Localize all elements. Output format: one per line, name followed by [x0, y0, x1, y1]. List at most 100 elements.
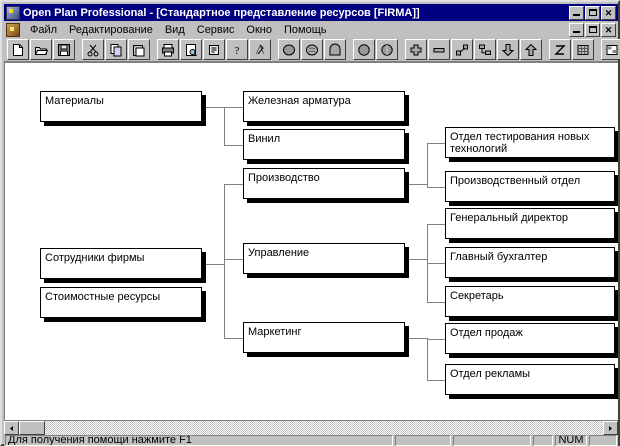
status-num-indicator: NUM — [555, 435, 587, 446]
status-panel-d — [589, 435, 617, 446]
properties-icon[interactable] — [203, 39, 225, 60]
window-controls: ✕ — [569, 5, 616, 20]
svg-text:?: ? — [235, 45, 240, 57]
status-bar: Для получения помощи нажмите F1 NUM — [4, 435, 618, 446]
diagram-node-sekretar[interactable]: Секретарь — [445, 286, 615, 317]
menu-item-edit[interactable]: Редактирование — [69, 23, 153, 36]
print-preview-icon[interactable] — [180, 39, 202, 60]
connector-trunk — [427, 338, 428, 380]
diagram-node-otdel-reklamy[interactable]: Отдел рекламы — [445, 364, 615, 395]
connector-parent-stub — [405, 184, 427, 185]
status-message: Для получения помощи нажмите F1 — [5, 435, 393, 446]
connector-trunk — [224, 107, 225, 145]
diagram-node-proizvodstvo[interactable]: Производство — [243, 168, 405, 199]
connector-child-stub — [224, 259, 243, 260]
connector-trunk — [427, 143, 428, 187]
diagram-node-label: Производство — [248, 172, 320, 184]
document-icon[interactable] — [6, 22, 20, 37]
menu-item-view[interactable]: Вид — [164, 23, 185, 36]
menu-item-help[interactable]: Помощь — [283, 23, 327, 36]
scroll-thumb[interactable] — [19, 421, 45, 435]
context-help-icon[interactable] — [249, 39, 271, 60]
status-panel-a — [395, 435, 451, 446]
hierarchy-icon[interactable] — [474, 39, 496, 60]
arrow-down-icon[interactable] — [497, 39, 519, 60]
ellipse-textured-icon[interactable] — [301, 39, 323, 60]
diagram-node-label: Управление — [248, 247, 310, 259]
menu-bar: Файл Редактирование Вид Сервис Окно Помо… — [4, 21, 618, 38]
child-minimize-button[interactable] — [569, 22, 584, 37]
zigzag-icon[interactable] — [549, 39, 571, 60]
close-button[interactable]: ✕ — [601, 5, 616, 20]
new-icon[interactable] — [7, 39, 29, 60]
connector-parent-stub — [405, 338, 427, 339]
help-question-icon[interactable]: ? — [226, 39, 248, 60]
scroll-right-arrow[interactable] — [603, 421, 618, 435]
connector-child-stub — [427, 302, 445, 303]
child-restore-button[interactable] — [585, 22, 600, 37]
diagram-node-otdel-prodazh[interactable]: Отдел продаж — [445, 323, 615, 354]
ellipse-filled-icon[interactable] — [278, 39, 300, 60]
copy-icon[interactable] — [105, 39, 127, 60]
diagram-node-label: Производственный отдел — [450, 175, 581, 187]
diagram-node-label: Главный бухгалтер — [450, 251, 548, 263]
circle-b-icon[interactable] — [376, 39, 398, 60]
diagram-node-otdel-test[interactable]: Отдел тестирования новых технологий — [445, 127, 615, 158]
diagram-node-materialy[interactable]: Материалы — [40, 91, 202, 122]
diagram-node-label: Сотрудники фирмы — [45, 252, 145, 264]
menu-item-file[interactable]: Файл — [30, 23, 58, 36]
diagram-node-label: Генеральный директор — [450, 212, 568, 224]
menu-item-tools[interactable]: Сервис — [196, 23, 235, 36]
connector-parent-stub — [202, 107, 224, 108]
connector-child-stub — [427, 143, 445, 144]
minimize-button[interactable] — [569, 5, 584, 20]
diagram-node-sotrudniki[interactable]: Сотрудники фирмы — [40, 248, 202, 279]
mdi-child-controls: ✕ — [569, 22, 616, 37]
diagram-node-upravlenie[interactable]: Управление — [243, 243, 405, 274]
cut-scissors-icon[interactable] — [82, 39, 104, 60]
scroll-left-arrow[interactable] — [4, 421, 19, 435]
grid-table-icon[interactable] — [572, 39, 594, 60]
connector-child-stub — [427, 187, 445, 188]
menu-item-window[interactable]: Окно — [246, 23, 272, 36]
print-icon[interactable] — [157, 39, 179, 60]
diagram-node-vinil[interactable]: Винил — [243, 129, 405, 160]
paste-icon[interactable] — [128, 39, 150, 60]
plus-icon[interactable] — [405, 39, 427, 60]
diagram-node-marketing[interactable]: Маркетинг — [243, 322, 405, 353]
link-icon[interactable] — [451, 39, 473, 60]
circle-a-icon[interactable] — [353, 39, 375, 60]
save-disk-icon[interactable] — [53, 39, 75, 60]
child-close-button[interactable]: ✕ — [601, 22, 616, 37]
connector-child-stub — [224, 145, 243, 146]
title-bar[interactable]: Open Plan Professional - [Стандартное пр… — [4, 4, 618, 21]
arrow-up-icon[interactable] — [520, 39, 542, 60]
window-title: Open Plan Professional - [Стандартное пр… — [23, 6, 420, 19]
connector-child-stub — [224, 107, 243, 108]
diagram-node-gl-buhgalter[interactable]: Главный бухгалтер — [445, 247, 615, 278]
diagram-node-stoimostnye[interactable]: Стоимостные ресурсы — [40, 287, 202, 318]
connector-parent-stub — [202, 264, 224, 265]
diagram-node-gen-director[interactable]: Генеральный директор — [445, 208, 615, 239]
menu-items: Файл Редактирование Вид Сервис Окно Помо… — [24, 23, 569, 37]
connector-child-stub — [427, 263, 445, 264]
diagram-node-proizv-otdel[interactable]: Производственный отдел — [445, 171, 615, 202]
open-folder-icon[interactable] — [30, 39, 52, 60]
diagram-node-label: Отдел тестирования новых технологий — [450, 131, 590, 155]
maximize-button[interactable] — [585, 5, 600, 20]
scrollbar-track[interactable] — [19, 421, 603, 435]
diagram-node-armatura[interactable]: Железная арматура — [243, 91, 405, 122]
layout-icon[interactable] — [601, 39, 620, 60]
connector-child-stub — [427, 339, 445, 340]
diagram-node-label: Отдел продаж — [450, 327, 523, 339]
shape-rounded-icon[interactable] — [324, 39, 346, 60]
diagram-node-label: Железная арматура — [248, 95, 351, 107]
diagram-node-label: Материалы — [45, 95, 104, 107]
diagram-node-label: Маркетинг — [248, 326, 302, 338]
diagram-node-label: Стоимостные ресурсы — [45, 291, 161, 303]
horizontal-scrollbar[interactable] — [4, 420, 618, 435]
minus-icon[interactable] — [428, 39, 450, 60]
